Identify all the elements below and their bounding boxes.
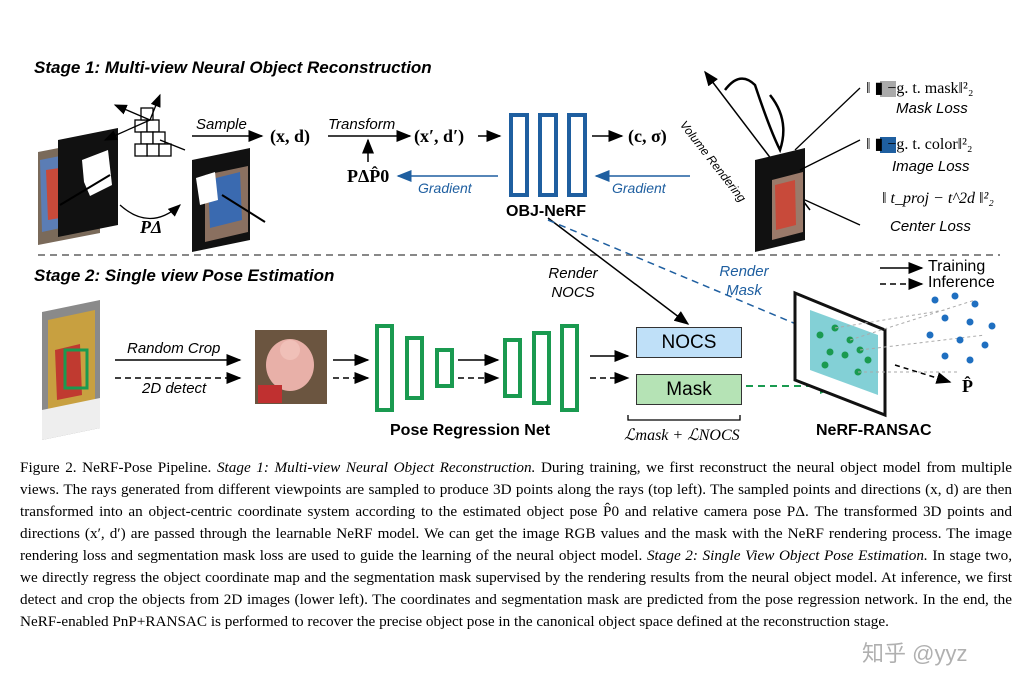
loss-sum-label: ℒmask + ℒNOCS [624, 427, 740, 444]
render-mask-arrow [547, 219, 817, 333]
cropped-object [255, 330, 327, 404]
mask-loss-expr: ‖ ▮ −g. t. mask‖²₂ [866, 80, 974, 97]
pose-regression-net-label: Pose Regression Net [390, 422, 551, 439]
volume-rendering-view [704, 70, 861, 252]
figure-caption: Figure 2. NeRF-Pose Pipeline. Stage 1: M… [20, 457, 1012, 633]
watermark: 知乎 @yyz [862, 641, 968, 666]
transform-label: Transform [328, 116, 396, 133]
pose-regression-network [375, 324, 579, 412]
relative-pose-arrow [119, 204, 181, 219]
caption-part1: During training, we first reconstruct th… [20, 459, 1013, 564]
legend-inference-label: Inference [928, 274, 995, 291]
image-loss-label: Image Loss [892, 158, 970, 175]
nocs-box: NOCS [636, 327, 742, 358]
p-delta-label: PΔ [140, 217, 163, 237]
c-sigma-label: (c, σ) [628, 126, 667, 146]
center-loss-label: Center Loss [890, 218, 971, 235]
color-swatch [880, 137, 896, 153]
pose-label: PΔP̂0 [347, 166, 390, 186]
mask-swatch [880, 81, 896, 97]
nerf-ransac-plane [793, 290, 996, 418]
xd-prime-label: (x′, d′) [414, 126, 465, 146]
stage1-title: Stage 1: Multi-view Neural Object Recons… [34, 58, 432, 77]
objnerf-label: OBJ-NeRF [506, 203, 587, 220]
render-nocs-arrow [547, 217, 690, 325]
random-crop-label: Random Crop [127, 340, 221, 357]
p-hat-label: P̂ [962, 376, 973, 396]
input-views-stage1 [38, 128, 266, 252]
gradient-left-label: Gradient [418, 180, 472, 196]
caption-prefix: Figure 2. NeRF-Pose Pipeline. [20, 459, 212, 476]
cube-cluster-icon [103, 93, 186, 157]
sample-label: Sample [196, 116, 247, 133]
caption-stage1: Stage 1: Multi-view Neural Object Recons… [216, 459, 536, 476]
loss-bracket [627, 415, 741, 421]
caption-part2: In stage two, we directly regress the ob… [20, 547, 1013, 630]
nerf-ransac-label: NeRF-RANSAC [816, 422, 932, 439]
input-image-stage2 [42, 300, 100, 440]
image-loss-expr: ‖ ▮ −g. t. color‖²₂ [866, 136, 973, 153]
detect-2d-label: 2D detect [142, 380, 207, 397]
caption-stage2: Stage 2: Single View Object Pose Estimat… [646, 547, 928, 564]
pipeline-figure [38, 70, 1000, 440]
mask-loss-label: Mask Loss [896, 100, 968, 117]
legend-training-label: Training [928, 258, 986, 275]
center-loss-expr: ‖ t_proj − t^2d ‖²₂ [882, 190, 994, 207]
mask-box: Mask [636, 374, 742, 405]
obj-nerf-network [509, 113, 587, 197]
render-mask-label: Render Mask [719, 263, 769, 299]
gradient-right-label: Gradient [612, 180, 666, 196]
xd-label: (x, d) [270, 126, 310, 146]
render-nocs-label: Render NOCS [548, 265, 598, 301]
stage2-title: Stage 2: Single view Pose Estimation [34, 266, 335, 285]
